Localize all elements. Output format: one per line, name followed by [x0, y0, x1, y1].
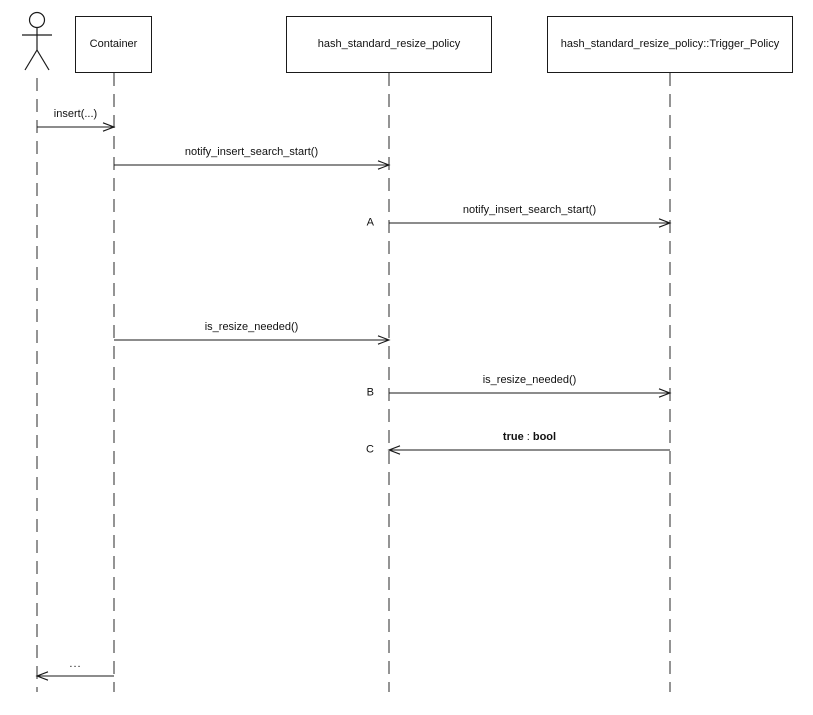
message-arrows-group: [35, 122, 672, 681]
arrowhead: [35, 671, 49, 681]
actor-stick-figure: [22, 11, 52, 71]
arrowhead: [377, 160, 391, 170]
sequence-marker-a: A: [366, 216, 374, 229]
message-arrow-m3[interactable]: [389, 218, 672, 228]
message-arrow-m4[interactable]: [114, 335, 391, 345]
lifelines-group: [36, 73, 671, 692]
arrowhead: [658, 218, 672, 228]
message-label-m3: notify_insert_search_start(): [462, 203, 597, 216]
message-arrow-m2[interactable]: [114, 160, 391, 170]
message-label-m4: is_resize_needed(): [204, 320, 299, 333]
message-arrow-m7[interactable]: [35, 671, 114, 681]
participant-box-trigger[interactable]: hash_standard_resize_policy::Trigger_Pol…: [547, 16, 793, 73]
arrowhead: [377, 335, 391, 345]
participant-label-container: Container: [89, 37, 138, 50]
message-label-m6: true : bool: [503, 431, 556, 444]
message-label-m5: is_resize_needed(): [482, 373, 577, 386]
return-value: true: [502, 430, 524, 443]
message-arrow-m1[interactable]: [37, 122, 116, 132]
arrowhead: [658, 388, 672, 398]
message-label-m1: insert(...): [53, 107, 98, 120]
return-type: bool: [532, 430, 557, 443]
sequence-marker-b: B: [366, 386, 374, 399]
message-arrow-m5[interactable]: [389, 388, 672, 398]
arrowhead: [387, 445, 401, 455]
participant-label-trigger: hash_standard_resize_policy::Trigger_Pol…: [560, 37, 780, 50]
arrowhead: [102, 122, 116, 132]
message-label-m2: notify_insert_search_start(): [184, 145, 319, 158]
sequence-marker-c: C: [366, 443, 374, 456]
return-separator: :: [523, 430, 533, 443]
message-label-ellipsis: ...: [69, 658, 82, 670]
participant-box-container[interactable]: Container: [75, 16, 152, 73]
participant-box-policy[interactable]: hash_standard_resize_policy: [286, 16, 492, 73]
message-arrow-m6[interactable]: [387, 445, 670, 455]
participant-label-policy: hash_standard_resize_policy: [317, 37, 461, 50]
